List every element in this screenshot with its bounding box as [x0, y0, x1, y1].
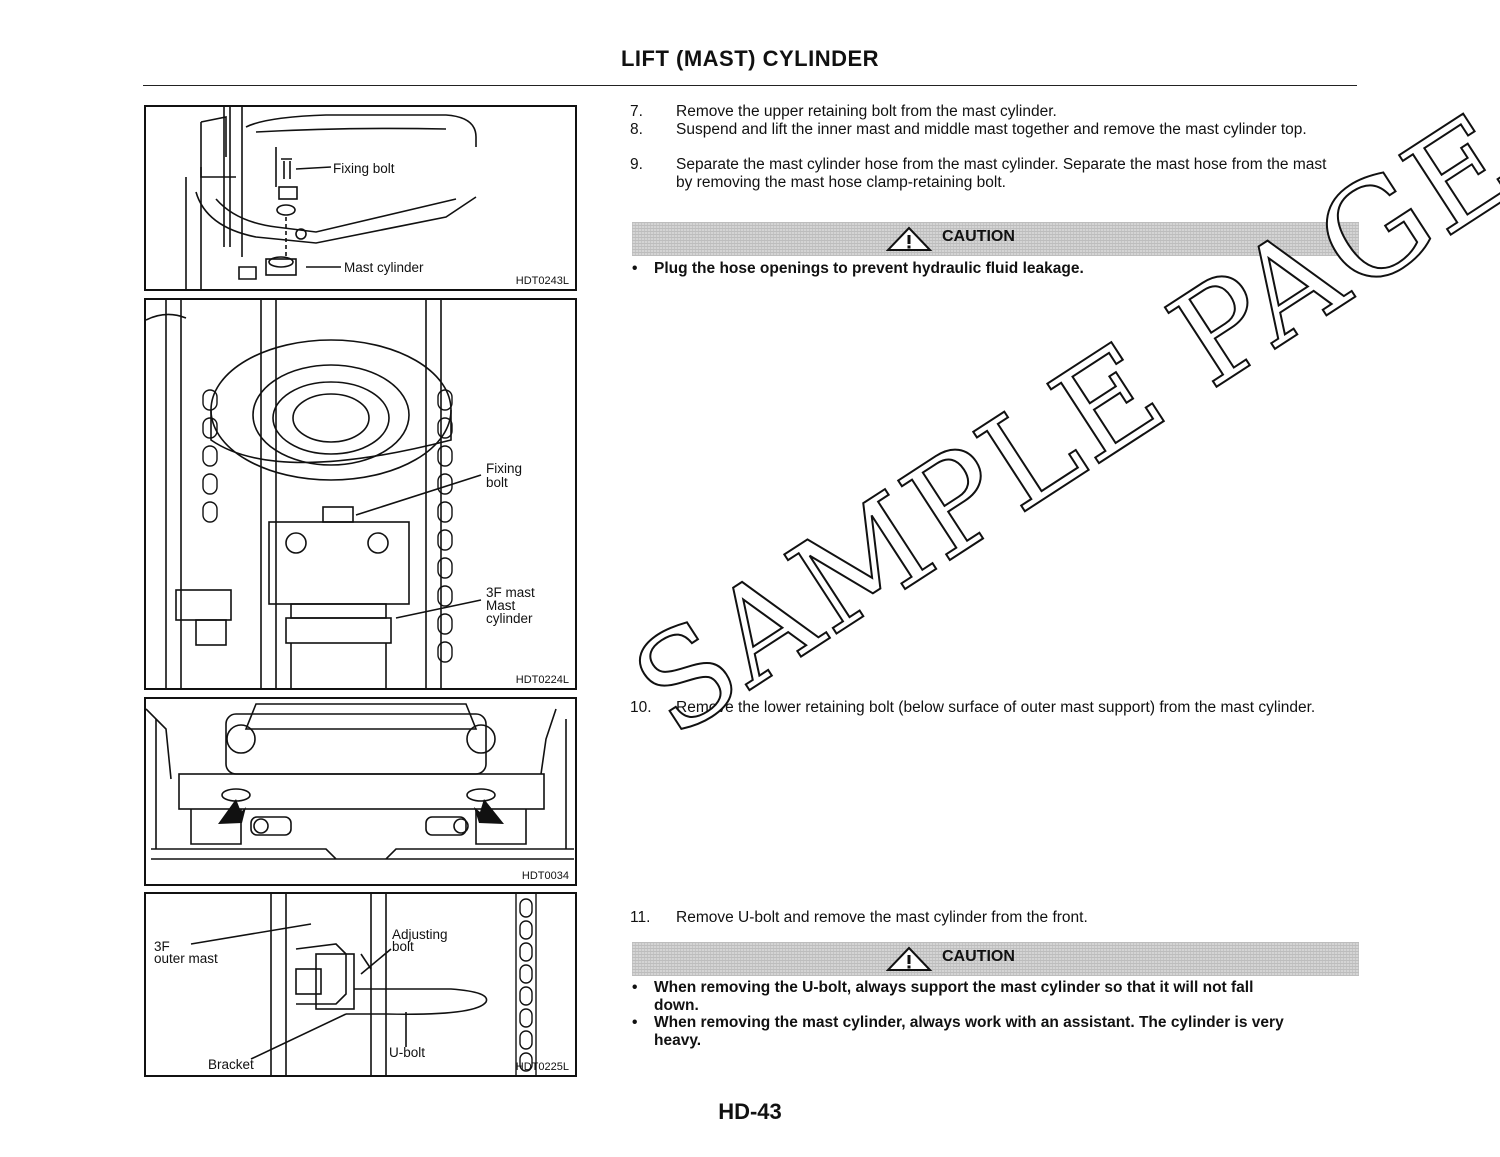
arrow-icon — [218, 799, 504, 824]
figure-3-illustration — [146, 703, 574, 860]
caution-banner: CAUTION — [632, 942, 1359, 976]
figure-u-bolt: 3F outer mast Adjusting bolt Bracket U-b… — [144, 892, 577, 1077]
step-text: Suspend and lift the inner mast and midd… — [676, 121, 1307, 138]
figure-code: HDT0243L — [515, 275, 569, 287]
figure-fixing-bolt: Fixing bolt Mast cylinder HDT0243L — [144, 105, 577, 291]
figure-label: cylinder — [486, 611, 533, 626]
caution-text: When removing the U-bolt, always support… — [654, 979, 1254, 1014]
figure-label: Fixing bolt — [333, 161, 395, 176]
figure-fixing-bolt-3f-mast: Fixing bolt 3F mast Mast cylinder HDT022… — [144, 298, 577, 690]
caution-text: Plug the hose openings to prevent hydrau… — [654, 260, 1084, 277]
step-text: Remove the upper retaining bolt from the… — [676, 103, 1057, 120]
bullet-dot: • — [632, 260, 638, 277]
figure-label: Adjusting — [392, 927, 448, 942]
figure-2-illustration — [146, 300, 482, 688]
caution-text: When removing the mast cylinder, always … — [654, 1014, 1284, 1049]
step-number: 9. — [630, 156, 643, 173]
figure-label: Mast — [486, 598, 516, 613]
page-number: HD-43 — [718, 1099, 782, 1124]
step-number: 7. — [630, 103, 643, 120]
page-title: LIFT (MAST) CYLINDER — [620, 46, 880, 71]
step-text: Remove the lower retaining bolt (below s… — [676, 699, 1316, 716]
warning-icon — [885, 226, 933, 251]
figure-label: Bracket — [208, 1057, 254, 1072]
figure-code: HDT0225L — [515, 1061, 569, 1073]
caution-label: CAUTION — [942, 948, 1015, 965]
step-number: 10. — [630, 699, 652, 716]
figure-lower-retaining-bolt: HDT0034 — [144, 697, 577, 886]
bullet-dot: • — [632, 1014, 638, 1031]
figure-1-illustration — [185, 107, 477, 289]
figure-4-illustration — [190, 894, 537, 1075]
figure-code: HDT0224L — [515, 674, 569, 686]
figure-label: 3F mast — [486, 585, 535, 600]
step-text: Separate the mast cylinder hose from the… — [676, 156, 1327, 191]
step-text: Remove U-bolt and remove the mast cylind… — [676, 909, 1088, 926]
figure-label: outer mast — [154, 951, 218, 966]
figure-label: Fixing — [486, 461, 523, 476]
warning-icon — [885, 946, 933, 971]
step-number: 11. — [630, 909, 651, 926]
figure-label: bolt — [486, 475, 508, 490]
bullet-dot: • — [632, 979, 638, 996]
figure-label: U-bolt — [389, 1045, 426, 1060]
title-divider — [143, 85, 1357, 86]
step-number: 8. — [630, 121, 643, 138]
figure-code: HDT0034 — [521, 870, 569, 882]
caution-banner: CAUTION — [632, 222, 1359, 256]
caution-label: CAUTION — [942, 228, 1015, 245]
figure-label: Mast cylinder — [344, 260, 424, 275]
figure-label: 3F — [154, 939, 170, 954]
figure-label: bolt — [392, 939, 414, 954]
